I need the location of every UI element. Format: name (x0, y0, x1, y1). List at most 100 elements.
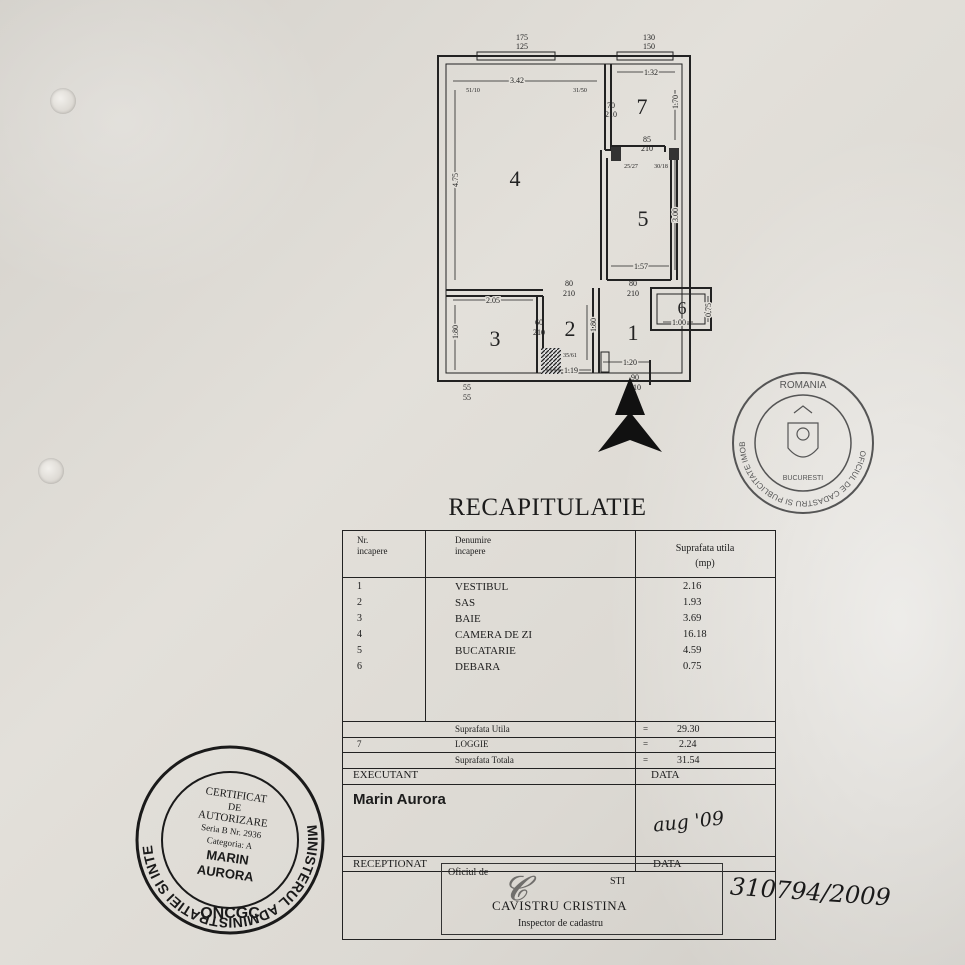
header-name-2: incapere (455, 546, 486, 556)
header-area-1: Suprafata utila (675, 543, 735, 554)
top-dim-a2: 125 (516, 42, 528, 51)
room-4-label: 4 (510, 166, 521, 191)
window-30-18: 30/18 (654, 164, 668, 170)
top-dim-a1: 175 (516, 33, 528, 42)
room-7-label: 7 (637, 94, 648, 119)
row-nr: 3 (357, 613, 362, 624)
executant-date: aug '09 (652, 807, 726, 837)
dim-1-80-left: 1.80 (451, 325, 460, 339)
stamp-ring-text: MINISTERUL ADMINISTRATIEI SI INTERNELOR (130, 740, 321, 931)
room-1-label: 1 (628, 320, 639, 345)
window-35-61: 35/61 (563, 353, 577, 359)
header-area-2: (mp) (695, 558, 715, 569)
row-nr: 1 (357, 581, 362, 592)
row-name: DEBARA (455, 661, 501, 673)
row-area: 2.16 (683, 581, 702, 592)
window-31-50: 31/50 (573, 88, 587, 94)
stamp-city: STI (610, 876, 625, 887)
row-nr: 5 (357, 645, 362, 656)
room-2-label: 2 (565, 316, 576, 341)
inspector-stamp: Oficiul de STI CAVISTRU CRISTINA Inspect… (441, 863, 723, 935)
dim-1-57: 1.57 (634, 262, 648, 271)
loggia-label: LOGGIE (455, 739, 489, 749)
door-3-a: 60 (535, 318, 543, 327)
dim-2-05: 2.05 (486, 296, 500, 305)
door-1-a: 80 (629, 279, 637, 288)
sum-total-label: Suprafata Totala (455, 755, 514, 765)
stamp-l2: DE (227, 801, 242, 814)
row-name: VESTIBUL (455, 581, 509, 593)
top-dim-b2: 150 (643, 42, 655, 51)
inspector-role: Inspector de cadastru (518, 918, 603, 929)
inspector-name: CAVISTRU CRISTINA (492, 898, 628, 913)
receptionat-label: RECEPTIONAT (353, 858, 427, 870)
dim-1-20: 1.20 (623, 358, 637, 367)
header-nr-1: Nr. (357, 535, 369, 545)
row-name: BUCATARIE (455, 645, 516, 657)
door-7-a: 70 (607, 101, 615, 110)
bottom-dim-a: 55 (463, 383, 471, 392)
row-area: 16.18 (683, 629, 707, 640)
loggia-nr: 7 (357, 739, 362, 749)
row-name: BAIE (455, 613, 481, 625)
sum-util-value: 29.30 (677, 724, 700, 735)
stamp-l6: MARIN (205, 847, 249, 868)
bottom-dim-b: 55 (463, 393, 471, 402)
loggia-value: 2.24 (679, 739, 697, 750)
cadastre-country: ROMANIA (780, 380, 827, 391)
cadastre-city: BUCURESTI (783, 475, 824, 482)
door-1-b: 210 (627, 289, 639, 298)
receptionat-date-label: DATA (653, 858, 682, 870)
dim-1-32: 1.32 (644, 68, 658, 77)
dim-3-00: 3.00 (671, 208, 680, 222)
dim-0-75: 0.75 (704, 303, 713, 317)
window-51-10: 51/10 (466, 88, 480, 94)
floor-plan: 175 125 130 150 3.42 1.32 1.57 2.05 1.20… (437, 33, 715, 415)
sum-total-value: 31.54 (677, 755, 700, 766)
header-name-1: Denumire (455, 535, 491, 545)
sum-util-eq: = (643, 724, 649, 734)
door-3-b: 210 (533, 328, 545, 337)
row-name: CAMERA DE ZI (455, 629, 532, 641)
cadastre-stamp: OFICIUL DE CADASTRU SI PUBLICITATE IMOBI… (728, 368, 874, 514)
door-entry-a: 90 (631, 373, 639, 382)
header-area: Suprafata utila (mp) (635, 541, 775, 571)
room-5-label: 5 (638, 206, 649, 231)
dim-1-70: 1.70 (671, 95, 680, 109)
door-7-b: 210 (605, 110, 617, 119)
executant-label: EXECUTANT (353, 769, 419, 781)
dim-1-80-mid: 1.80 (589, 318, 598, 332)
door-entry-b: 210 (629, 383, 641, 392)
window-25-27: 25/27 (624, 164, 638, 170)
dim-3-42: 3.42 (510, 76, 524, 85)
row-nr: 4 (357, 629, 362, 640)
room-6-label: 6 (678, 298, 687, 318)
row-name: SAS (455, 597, 476, 609)
stamp-bottom-text: ONCGC (200, 905, 260, 922)
dim-1-19: 1.19 (564, 366, 578, 375)
row-area: 1.93 (683, 597, 702, 608)
door-5-b: 210 (641, 144, 653, 153)
room-3-label: 3 (490, 326, 501, 351)
office-line: Oficiul de (448, 867, 489, 878)
row-nr: 2 (357, 597, 362, 608)
row-area: 3.69 (683, 613, 702, 624)
door-2-a: 80 (565, 279, 573, 288)
recap-table: Nr. incapere Denumire incapere Suprafata… (342, 530, 776, 940)
sum-total-eq: = (643, 755, 649, 765)
executant-name: Marin Aurora (353, 791, 446, 808)
header-nr: Nr. incapere (357, 535, 387, 557)
row-area: 4.59 (683, 645, 702, 656)
row-area: 0.75 (683, 661, 702, 672)
signature-scribble: 𝓒 (503, 869, 528, 909)
coat-of-arms-icon (787, 405, 819, 458)
top-dim-b1: 130 (643, 33, 655, 42)
executant-date-label: DATA (651, 769, 680, 781)
orientation-arrow-icon (598, 412, 662, 452)
door-2-b: 210 (563, 289, 575, 298)
sum-util-label: Suprafata Utila (455, 724, 510, 734)
door-5-a: 85 (643, 135, 651, 144)
authorization-stamp: MINISTERUL ADMINISTRATIEI SI INTERNELOR … (130, 740, 325, 935)
dim-4-75: 4.75 (451, 173, 460, 187)
header-name: Denumire incapere (455, 535, 491, 557)
